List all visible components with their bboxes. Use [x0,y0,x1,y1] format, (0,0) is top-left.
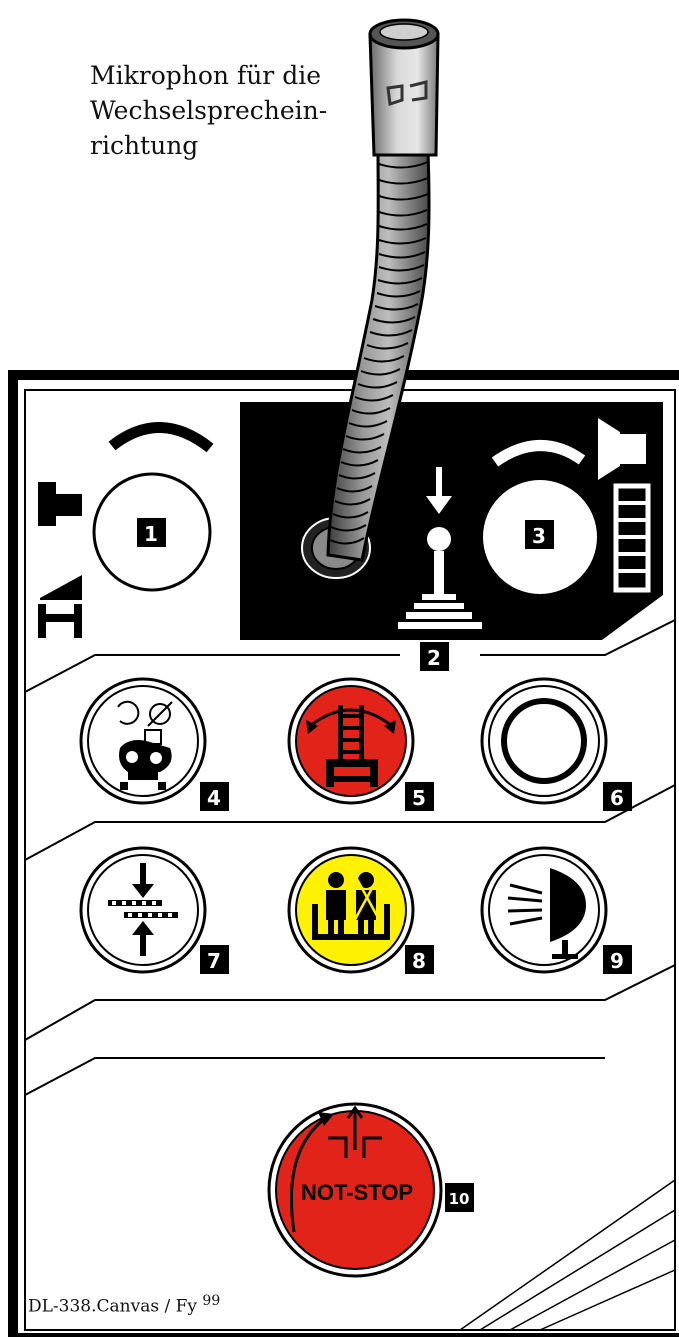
svg-text:10: 10 [449,1190,470,1208]
drawing-reference: DL-338.Canvas / Fy 99 [28,1293,220,1317]
number-tag-3: 3 [525,520,554,549]
svg-text:7: 7 [207,949,221,973]
emergency-stop-label: NOT-STOP [301,1180,413,1205]
caption-line-1: Mikrophon für die [90,58,360,93]
ladder-retract-button[interactable] [81,848,205,972]
number-tag-10: 10 [445,1183,474,1212]
blank-button[interactable] [482,679,606,803]
number-tag-5: 5 [405,782,434,811]
emergency-stop-button[interactable]: NOT-STOP [269,1104,441,1276]
number-tag-2: 2 [420,642,449,671]
ladder-rotate-button[interactable] [289,679,413,803]
number-tag-8: 8 [405,945,434,974]
svg-text:5: 5 [412,786,426,810]
persons-in-cage-button[interactable] [289,848,413,972]
drawing-reference-superscript: 99 [202,1293,220,1309]
caption-line-3: richtung [90,128,360,163]
svg-text:1: 1 [144,522,158,546]
drawing-reference-text: DL-338.Canvas / Fy [28,1297,197,1317]
number-tag-7: 7 [200,945,229,974]
svg-text:3: 3 [532,524,546,548]
microphone-caption: Mikrophon für die Wechselsprechein- rich… [90,58,360,163]
searchlight-button[interactable] [482,848,606,972]
svg-text:2: 2 [427,646,441,670]
number-tag-4: 4 [200,782,229,811]
number-tag-6: 6 [603,782,632,811]
number-tag-9: 9 [603,945,632,974]
svg-text:4: 4 [207,786,221,810]
engine-button[interactable] [81,679,205,803]
number-tag-1: 1 [137,518,166,547]
svg-text:9: 9 [610,949,624,973]
caption-line-2: Wechselsprechein- [90,93,360,128]
svg-text:6: 6 [610,786,624,810]
svg-text:8: 8 [412,949,426,973]
